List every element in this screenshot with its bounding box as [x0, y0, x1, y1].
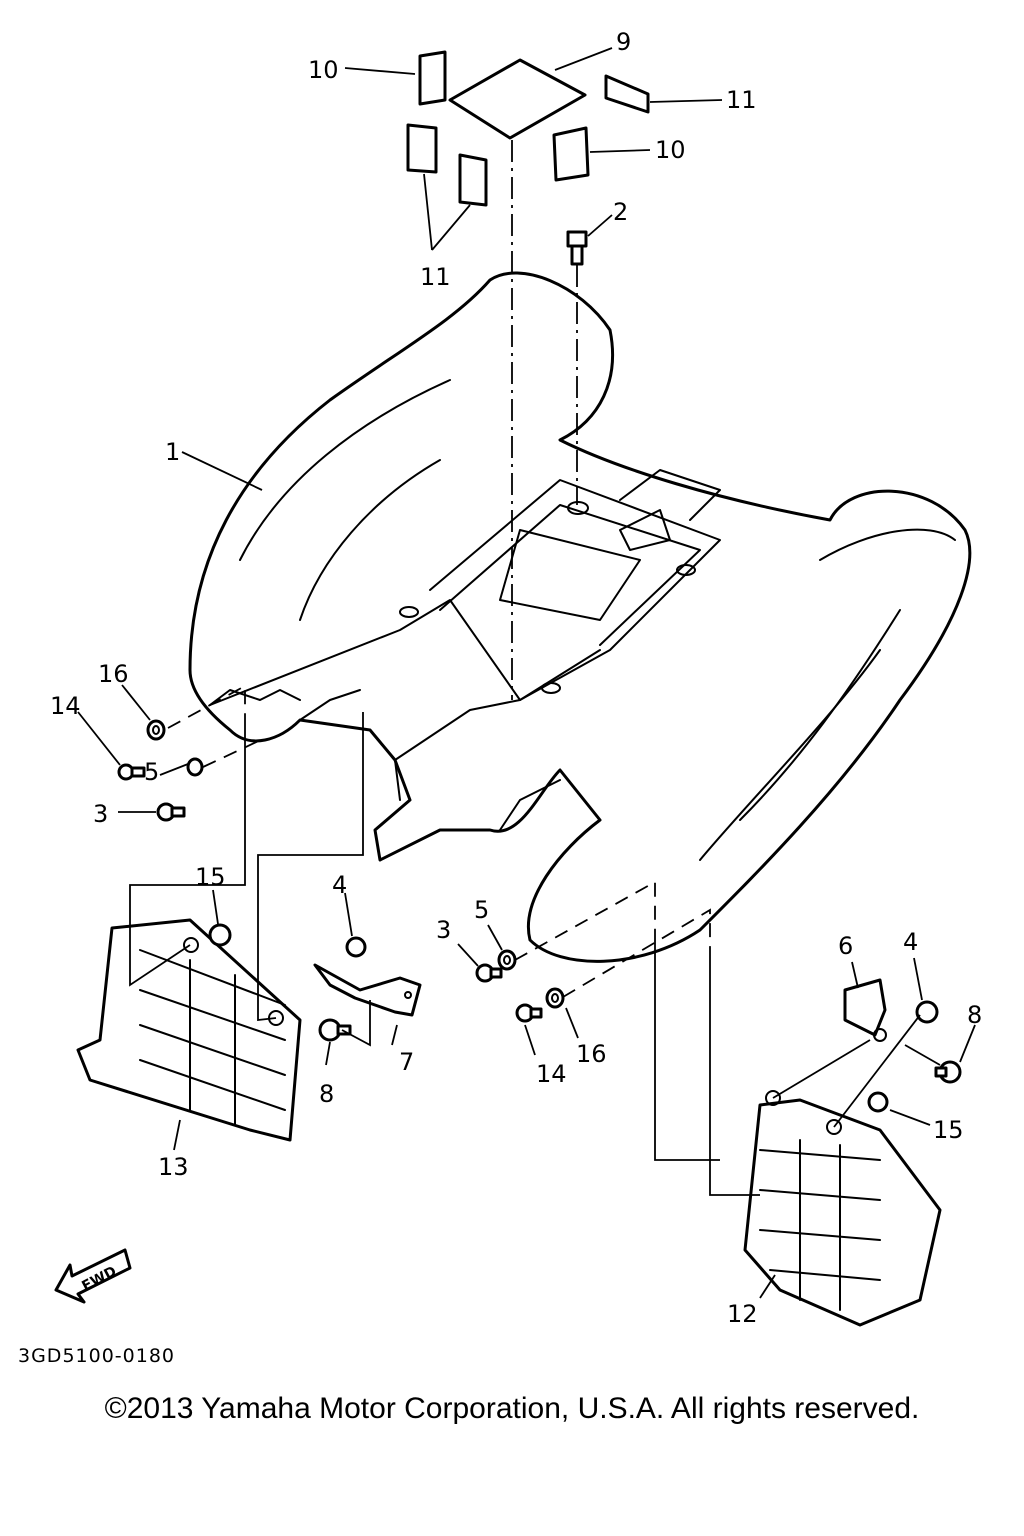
callout-1: 1 — [165, 438, 180, 466]
mudflap-left — [76, 918, 302, 1142]
callout-8-right: 8 — [967, 1001, 982, 1029]
nut-4-right-icon — [915, 1000, 939, 1024]
callout-7: 7 — [399, 1048, 414, 1076]
bracket-6 — [843, 978, 887, 1042]
callout-9: 9 — [616, 28, 631, 56]
bolt-8-left-icon — [318, 1018, 352, 1042]
callout-15-right: 15 — [933, 1116, 964, 1144]
washer-5-right-icon — [497, 949, 517, 971]
washer-5-left-icon — [186, 757, 204, 777]
callout-5-right: 5 — [474, 896, 489, 924]
fasteners — [117, 230, 962, 1113]
callout-14-left: 14 — [50, 692, 81, 720]
rear-fender — [188, 271, 972, 963]
callout-10-lower: 10 — [655, 136, 686, 164]
callout-6: 6 — [838, 932, 853, 960]
callout-3-left: 3 — [93, 800, 108, 828]
bracket-7 — [313, 963, 422, 1017]
callout-10-upper: 10 — [308, 56, 339, 84]
callout-12: 12 — [727, 1300, 758, 1328]
bolt-14-left-icon — [117, 763, 146, 781]
sheet-11-right — [604, 74, 650, 114]
callout-labels: 10 9 11 10 11 2 1 16 14 5 3 15 4 3 5 7 8… — [50, 28, 982, 1328]
sheet-11-left-b — [458, 153, 488, 207]
callout-5-left: 5 — [144, 758, 159, 786]
sheet-9 — [448, 58, 587, 140]
mudflap-right — [743, 1090, 942, 1327]
seat-sheets — [406, 50, 650, 207]
bolt-2-icon — [566, 230, 588, 266]
assembly-lines — [129, 140, 941, 1196]
bolt-14-right-icon — [515, 1003, 543, 1023]
callout-14-right: 14 — [536, 1060, 567, 1088]
callout-4-left: 4 — [332, 871, 347, 899]
bolt-3-left-icon — [156, 802, 186, 822]
callout-13: 13 — [158, 1153, 189, 1181]
callout-11-right: 11 — [726, 86, 757, 114]
copyright-notice: ©2013 Yamaha Motor Corporation, U.S.A. A… — [104, 1392, 920, 1425]
leader-lines — [77, 47, 976, 1299]
sheet-10-upper — [418, 50, 447, 106]
nut-4-left-icon — [345, 936, 367, 958]
washer-16-right-icon — [545, 987, 565, 1009]
callout-8-left: 8 — [319, 1080, 334, 1108]
callout-16-left: 16 — [98, 660, 129, 688]
washer-16-left-icon — [146, 719, 166, 741]
nut-15-right-icon — [867, 1091, 889, 1113]
fwd-arrow: FWD — [54, 1248, 132, 1304]
nut-15-left-icon — [208, 923, 232, 947]
bolt-8-right-icon — [934, 1060, 962, 1084]
sheet-11-left-a — [406, 123, 438, 174]
bolt-3-right-icon — [475, 963, 503, 983]
callout-2: 2 — [613, 198, 628, 226]
callout-16-right: 16 — [576, 1040, 607, 1068]
callout-11-left: 11 — [420, 263, 451, 291]
sheet-10-lower — [552, 126, 590, 182]
callout-4-right: 4 — [903, 928, 918, 956]
callout-3-right: 3 — [436, 916, 451, 944]
callout-15-left: 15 — [195, 863, 226, 891]
diagram-code: 3GD5100-0180 — [18, 1345, 175, 1367]
